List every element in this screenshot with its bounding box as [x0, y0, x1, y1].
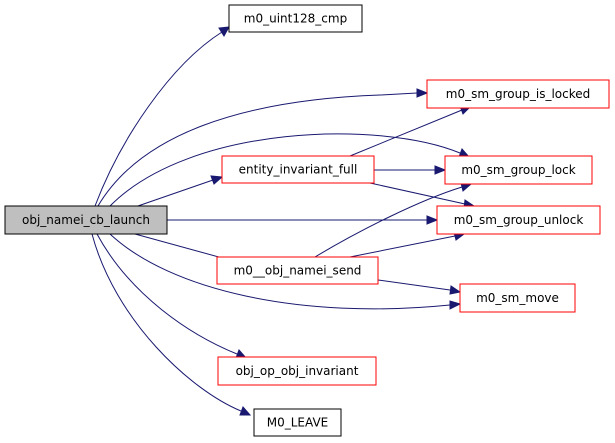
edge-launch-to-uint128-cmp-arrowhead — [218, 26, 230, 37]
node-m0-sm-group-unlock-label: m0_sm_group_unlock — [454, 213, 584, 227]
edge-send-to-sm-move — [377, 279, 451, 291]
edge-launch-to-entity-invariant-arrowhead — [210, 175, 224, 185]
edge-launch-to-uint128-cmp — [94, 31, 223, 207]
node-m0-uint128-cmp[interactable]: m0_uint128_cmp — [228, 4, 363, 33]
node-m0-leave-label: M0_LEAVE — [267, 416, 329, 430]
node-obj-op-obj-invariant[interactable]: obj_op_obj_invariant — [217, 356, 377, 386]
node-m0-sm-group-is-locked[interactable]: m0_sm_group_is_locked — [426, 79, 610, 109]
edge-entity-to-group-unlock — [369, 182, 466, 205]
edge-send-to-group-unlock — [349, 235, 456, 258]
edge-launch-to-m0-leave-arrowhead — [239, 406, 252, 416]
edge-launch-to-op-invariant — [96, 233, 238, 355]
node-m0-sm-group-unlock[interactable]: m0_sm_group_unlock — [436, 205, 601, 235]
edge-launch-to-is-locked — [97, 92, 418, 207]
edge-send-to-group-lock — [314, 186, 463, 258]
edges-layer — [91, 26, 476, 416]
node-m0-sm-group-lock-label: m0_sm_group_lock — [461, 163, 575, 177]
edge-launch-to-group-lock — [109, 133, 461, 207]
node-m0-leave[interactable]: M0_LEAVE — [253, 408, 342, 437]
node-m0-uint128-cmp-label: m0_uint128_cmp — [244, 12, 347, 26]
node-obj-namei-cb-launch-label: obj_namei_cb_launch — [22, 213, 150, 227]
edge-launch-to-sm-move-arrowhead — [449, 300, 462, 310]
node-obj-namei-cb-launch[interactable]: obj_namei_cb_launch — [4, 205, 168, 235]
node-obj-op-obj-invariant-label: obj_op_obj_invariant — [236, 364, 359, 378]
edge-launch-to-entity-invariant — [134, 179, 214, 208]
edge-entity-to-group-lock-arrowhead — [434, 165, 447, 175]
edge-entity-to-is-locked — [349, 109, 463, 157]
node-m0-sm-move-label: m0_sm_move — [476, 291, 559, 305]
node-m0-sm-group-is-locked-label: m0_sm_group_is_locked — [446, 87, 591, 101]
nodes-layer: obj_namei_cb_launch m0_uint128_cmp m0_sm… — [4, 4, 610, 437]
node-m0-sm-move[interactable]: m0_sm_move — [459, 283, 576, 313]
edge-launch-to-is-locked-arrowhead — [416, 88, 429, 98]
edge-launch-to-group-unlock-arrowhead — [426, 215, 439, 225]
node-m0-obj-namei-send[interactable]: m0__obj_namei_send — [216, 256, 379, 285]
edge-launch-to-m0-leave — [91, 233, 242, 412]
node-entity-invariant-full[interactable]: entity_invariant_full — [221, 155, 375, 184]
edge-launch-to-sm-move — [109, 233, 451, 310]
node-m0-sm-group-lock[interactable]: m0_sm_group_lock — [444, 155, 593, 185]
node-entity-invariant-full-label: entity_invariant_full — [239, 163, 358, 177]
edge-send-to-sm-move-arrowhead — [449, 285, 462, 295]
node-m0-obj-namei-send-label: m0__obj_namei_send — [234, 264, 362, 278]
